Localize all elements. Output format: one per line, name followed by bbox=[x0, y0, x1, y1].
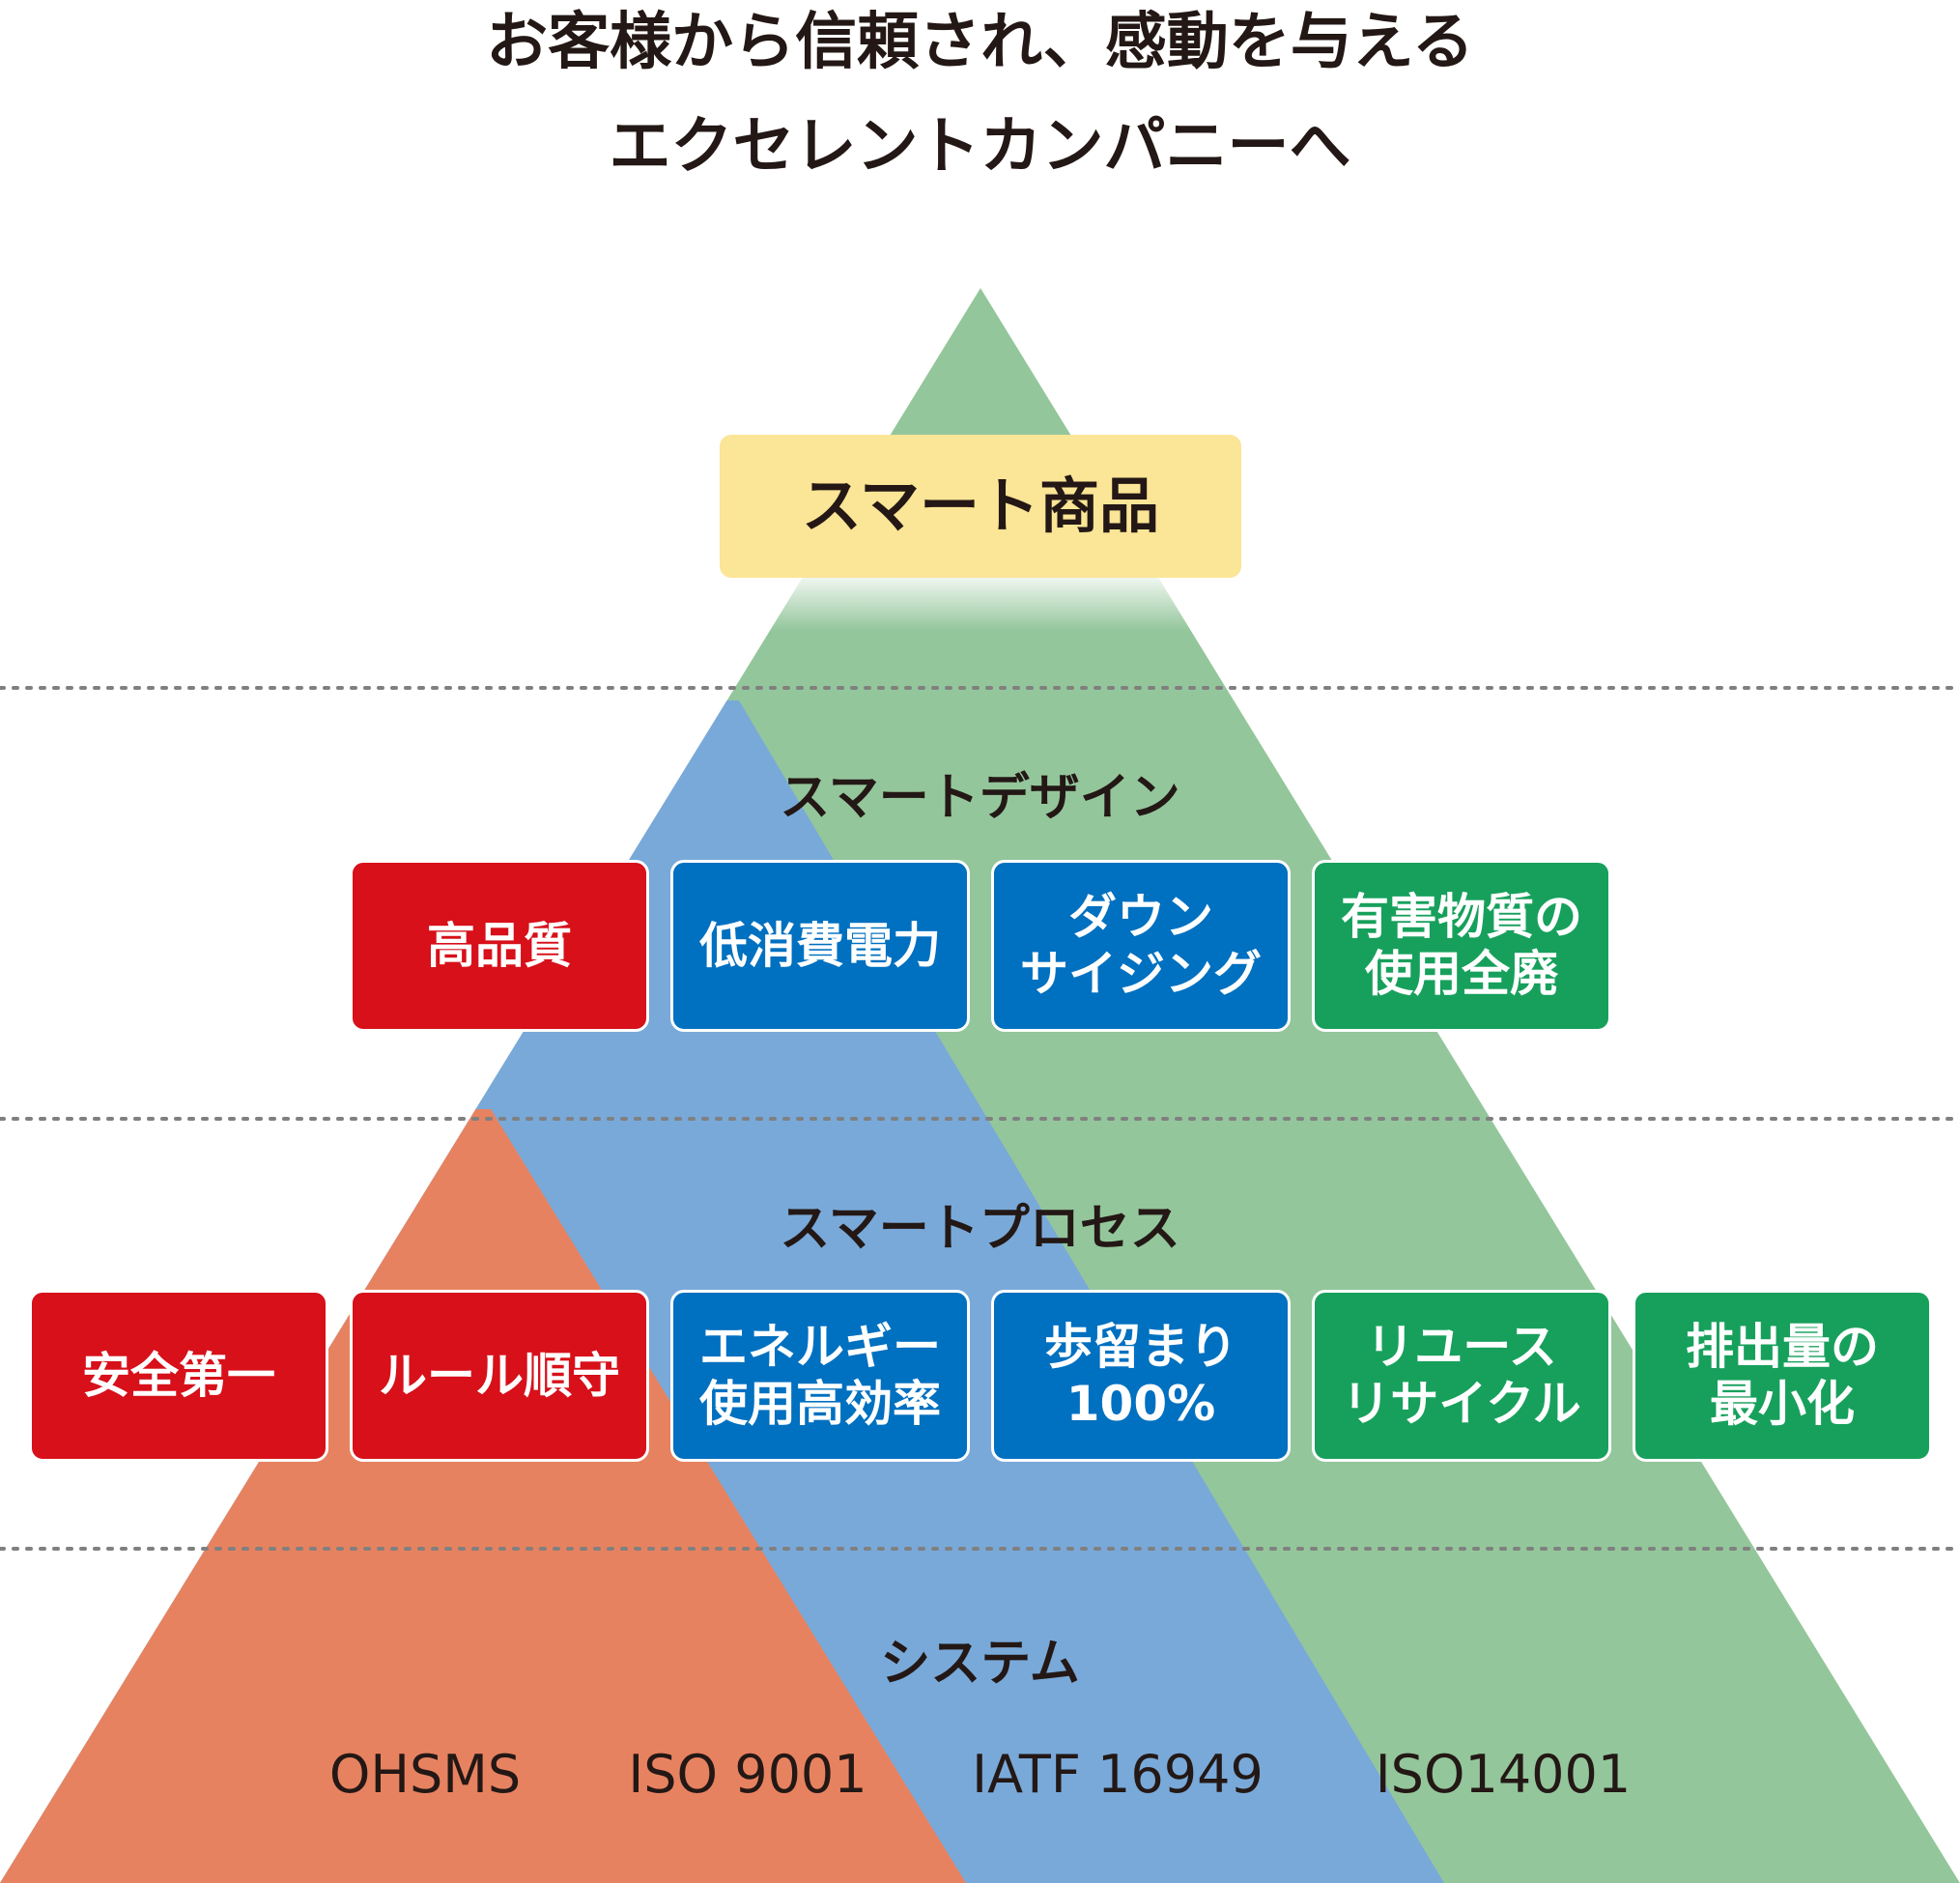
standard-iso9001: ISO 9001 bbox=[628, 1744, 867, 1805]
process-item-line: ルール順守 bbox=[379, 1347, 620, 1404]
smart-product-label: スマート商品 bbox=[801, 471, 1160, 542]
process-item-emission-minimization: 排出量の 最小化 bbox=[1633, 1290, 1932, 1462]
process-item-line: エネルギー bbox=[699, 1319, 941, 1375]
design-item-line: 高品質 bbox=[427, 917, 572, 974]
process-item-energy-efficiency: エネルギー 使用高効率 bbox=[670, 1290, 970, 1462]
process-item-line: リサイクル bbox=[1342, 1376, 1581, 1432]
process-item-line: 100% bbox=[1065, 1376, 1216, 1432]
design-item-line: ダウン bbox=[1068, 889, 1213, 945]
headline-line-1: お客様から信頼され、感動を与える bbox=[486, 7, 1474, 78]
standard-ohsms: OHSMS bbox=[328, 1744, 522, 1805]
design-item-line: サイジング bbox=[1020, 946, 1262, 1002]
design-item-line: 有害物質の bbox=[1341, 889, 1582, 945]
process-item-reuse-recycle: リユース リサイクル bbox=[1312, 1290, 1611, 1462]
headline-line-2: エクセレントカンパニーへ bbox=[609, 111, 1351, 183]
smart-design-title: スマートデザイン bbox=[780, 769, 1180, 827]
process-item-yield: 歩留まり 100% bbox=[991, 1290, 1291, 1462]
design-item-low-power: 低消費電力 bbox=[670, 860, 970, 1032]
smart-product-box: スマート商品 bbox=[720, 435, 1241, 578]
standard-iso14001: ISO14001 bbox=[1375, 1744, 1632, 1805]
process-item-line: 最小化 bbox=[1710, 1376, 1855, 1432]
design-item-downsizing: ダウン サイジング bbox=[991, 860, 1291, 1032]
process-item-line: 安全第一 bbox=[82, 1347, 275, 1404]
top-glow bbox=[720, 578, 1241, 631]
design-item-hazardous-free: 有害物質の 使用全廃 bbox=[1312, 860, 1611, 1032]
standard-iatf16949: IATF 16949 bbox=[972, 1744, 1264, 1805]
smart-process-title: スマートプロセス bbox=[780, 1200, 1180, 1258]
design-item-high-quality: 高品質 bbox=[350, 860, 649, 1032]
process-item-compliance: ルール順守 bbox=[350, 1290, 649, 1462]
design-item-line: 低消費電力 bbox=[699, 917, 941, 974]
process-item-line: 使用高効率 bbox=[699, 1376, 941, 1432]
design-item-line: 使用全廃 bbox=[1365, 946, 1558, 1002]
process-item-safety-first: 安全第一 bbox=[29, 1290, 328, 1462]
process-item-line: 排出量の bbox=[1686, 1319, 1879, 1375]
process-item-line: 歩留まり bbox=[1044, 1319, 1237, 1375]
process-item-line: リユース bbox=[1366, 1319, 1557, 1375]
system-title: システム bbox=[880, 1635, 1080, 1693]
